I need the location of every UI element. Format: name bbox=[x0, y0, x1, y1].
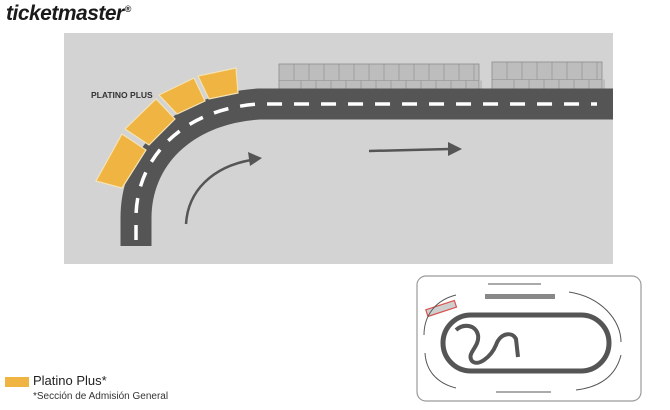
registered-mark: ® bbox=[124, 4, 132, 14]
ticketmaster-logo: ticketmaster® bbox=[6, 2, 131, 26]
mini-arrow bbox=[568, 291, 622, 343]
mini-direction-arrows bbox=[423, 283, 622, 393]
section-label-platino-plus: PLATINO PLUS bbox=[91, 90, 153, 100]
mini-stands bbox=[485, 294, 555, 299]
platino-plus-sections bbox=[95, 67, 239, 189]
platino-plus-section bbox=[124, 98, 176, 146]
arrowhead-icon bbox=[248, 152, 262, 166]
arrowhead-icon bbox=[448, 142, 462, 156]
mini-arrow bbox=[424, 352, 457, 389]
mini-oval-track bbox=[440, 312, 612, 374]
platino-plus-section bbox=[158, 77, 206, 115]
mini-arrow bbox=[575, 354, 622, 391]
direction-arrow-curved bbox=[184, 158, 252, 225]
mini-arrow bbox=[423, 294, 457, 336]
direction-arrow-straight bbox=[368, 147, 451, 153]
direction-arrows bbox=[184, 142, 462, 225]
mini-track-map bbox=[416, 275, 642, 402]
venue-map: PLATINO PLUS bbox=[64, 33, 613, 264]
mini-platino-plus-highlight bbox=[425, 299, 458, 318]
legend-swatch-platino-plus bbox=[5, 377, 29, 387]
mini-infield-road bbox=[454, 323, 520, 365]
legend-label-platino-plus: Platino Plus* bbox=[33, 373, 107, 388]
platino-plus-section bbox=[95, 133, 147, 189]
track-center-line bbox=[134, 102, 597, 240]
platino-plus-section bbox=[197, 67, 239, 100]
legend-note: *Sección de Admisión General bbox=[33, 391, 169, 402]
logo-text: ticketmaster bbox=[6, 2, 124, 25]
